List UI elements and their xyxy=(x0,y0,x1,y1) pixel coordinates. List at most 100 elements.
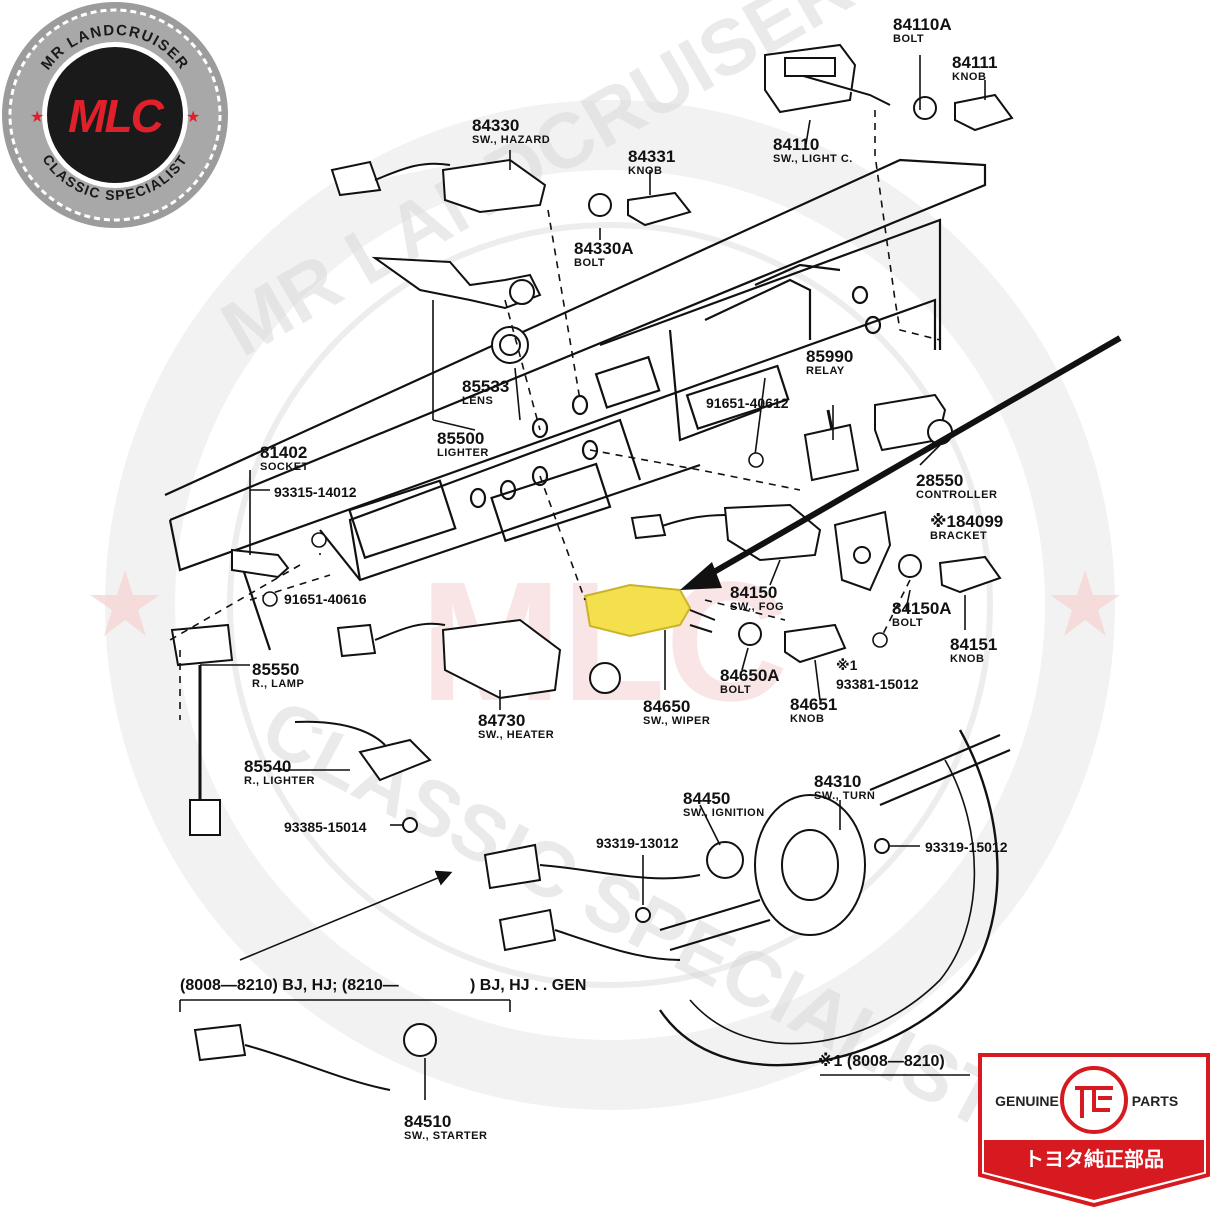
genuine-parts-badge: GENUINE PARTS トヨタ純正部品 xyxy=(978,1053,1210,1208)
light-control-switch-sketch xyxy=(764,43,891,114)
badge-japanese-text: トヨタ純正部品 xyxy=(1024,1147,1164,1171)
screw-symbols xyxy=(262,452,888,648)
reference-number: 91651-40616 xyxy=(284,591,367,607)
fog-switch-sketch xyxy=(630,503,822,562)
part-description: SW., STARTER xyxy=(404,1130,487,1142)
part-description: LENS xyxy=(462,395,493,407)
part-number: 84111 xyxy=(952,53,997,72)
part-description: SOCKET xyxy=(260,461,309,473)
part-description: KNOB xyxy=(952,71,986,83)
model-range-note-end: ) BJ, HJ . . GEN xyxy=(470,977,586,994)
part-description: CONTROLLER xyxy=(916,489,997,501)
toyota-emblem-icon xyxy=(1060,1066,1128,1134)
part-number: 84450 xyxy=(683,789,730,808)
part-description: LIGHTER xyxy=(437,447,489,459)
dashboard-panel xyxy=(164,158,1011,1067)
part-description: R., LIGHTER xyxy=(244,775,315,787)
part-description: BOLT xyxy=(720,684,751,696)
logo-star-right: ★ xyxy=(186,109,200,126)
part-number: 28550 xyxy=(916,471,963,490)
part-number: 84150 xyxy=(730,583,777,602)
pointer-arrow xyxy=(680,335,1122,590)
logo-monogram: MLC xyxy=(68,90,164,142)
turn-switch-sketch xyxy=(754,794,866,936)
component-sketches xyxy=(170,43,1014,1091)
reference-number: 93319-13012 xyxy=(596,835,679,851)
part-number: 85500 xyxy=(437,429,484,448)
part-description: KNOB xyxy=(950,653,984,665)
part-description: R., LAMP xyxy=(252,678,304,690)
mlc-logo: MR LANDCRUISER CLASSIC SPECIALIST MLC ★ … xyxy=(2,2,228,228)
reference-number: 91651-40612 xyxy=(706,395,789,411)
part-number: 84330A xyxy=(574,239,634,258)
part-description: SW., LIGHT C. xyxy=(773,153,853,165)
reference-number: 93315-14012 xyxy=(274,484,357,500)
part-description: BOLT xyxy=(893,33,924,45)
reference-number: 93319-15012 xyxy=(925,839,1008,855)
reference-number: 93385-15014 xyxy=(284,819,367,835)
part-number: 85533 xyxy=(462,377,509,396)
part-number: 84151 xyxy=(950,635,997,654)
model-range-note: (8008—8210) BJ, HJ; (8210— xyxy=(180,977,399,994)
part-number: 84650 xyxy=(643,697,690,716)
part-number: 84651 xyxy=(790,695,837,714)
part-description: RELAY xyxy=(806,365,845,377)
part-number: 84310 xyxy=(814,772,861,791)
part-number: 84110 xyxy=(773,135,819,154)
part-number: 81402 xyxy=(260,443,307,462)
badge-parts-text: PARTS xyxy=(1132,1093,1178,1109)
part-number: 85550 xyxy=(252,660,299,679)
lighter-sketch xyxy=(371,256,542,310)
part-description: SW., WIPER xyxy=(643,715,710,727)
part-description: SW., HEATER xyxy=(478,729,554,741)
leader-lines xyxy=(169,55,986,1100)
part-description: SW., TURN xyxy=(814,790,875,802)
highlighted-wiper-switch xyxy=(583,583,692,638)
part-number: 85540 xyxy=(244,757,291,776)
logo-star-left: ★ xyxy=(30,109,44,126)
reference-labels: 91651-4061293315-1401291651-40616※193381… xyxy=(274,395,1008,855)
reference-number: 93381-15012 xyxy=(836,676,919,692)
part-description: SW., IGNITION xyxy=(683,807,765,819)
part-number: 84331 xyxy=(628,147,675,166)
hazard-switch-sketch xyxy=(330,158,547,214)
part-description: KNOB xyxy=(628,165,662,177)
heater-switch-sketch xyxy=(336,618,621,700)
footnote: ※1 (8008—8210) xyxy=(818,1052,945,1070)
part-description: KNOB xyxy=(790,713,824,725)
part-description: SW., FOG xyxy=(730,601,784,613)
part-number: 84330 xyxy=(472,116,519,135)
part-number: 84510 xyxy=(404,1112,451,1131)
part-number: 84730 xyxy=(478,711,525,730)
part-number: 84650A xyxy=(720,666,780,685)
part-description: BOLT xyxy=(892,617,923,629)
badge-genuine-text: GENUINE xyxy=(995,1093,1059,1109)
part-number: 84110A xyxy=(893,15,952,34)
part-description: BOLT xyxy=(574,257,605,269)
part-number: ※184099 xyxy=(930,512,1003,531)
part-description: BRACKET xyxy=(930,530,987,542)
